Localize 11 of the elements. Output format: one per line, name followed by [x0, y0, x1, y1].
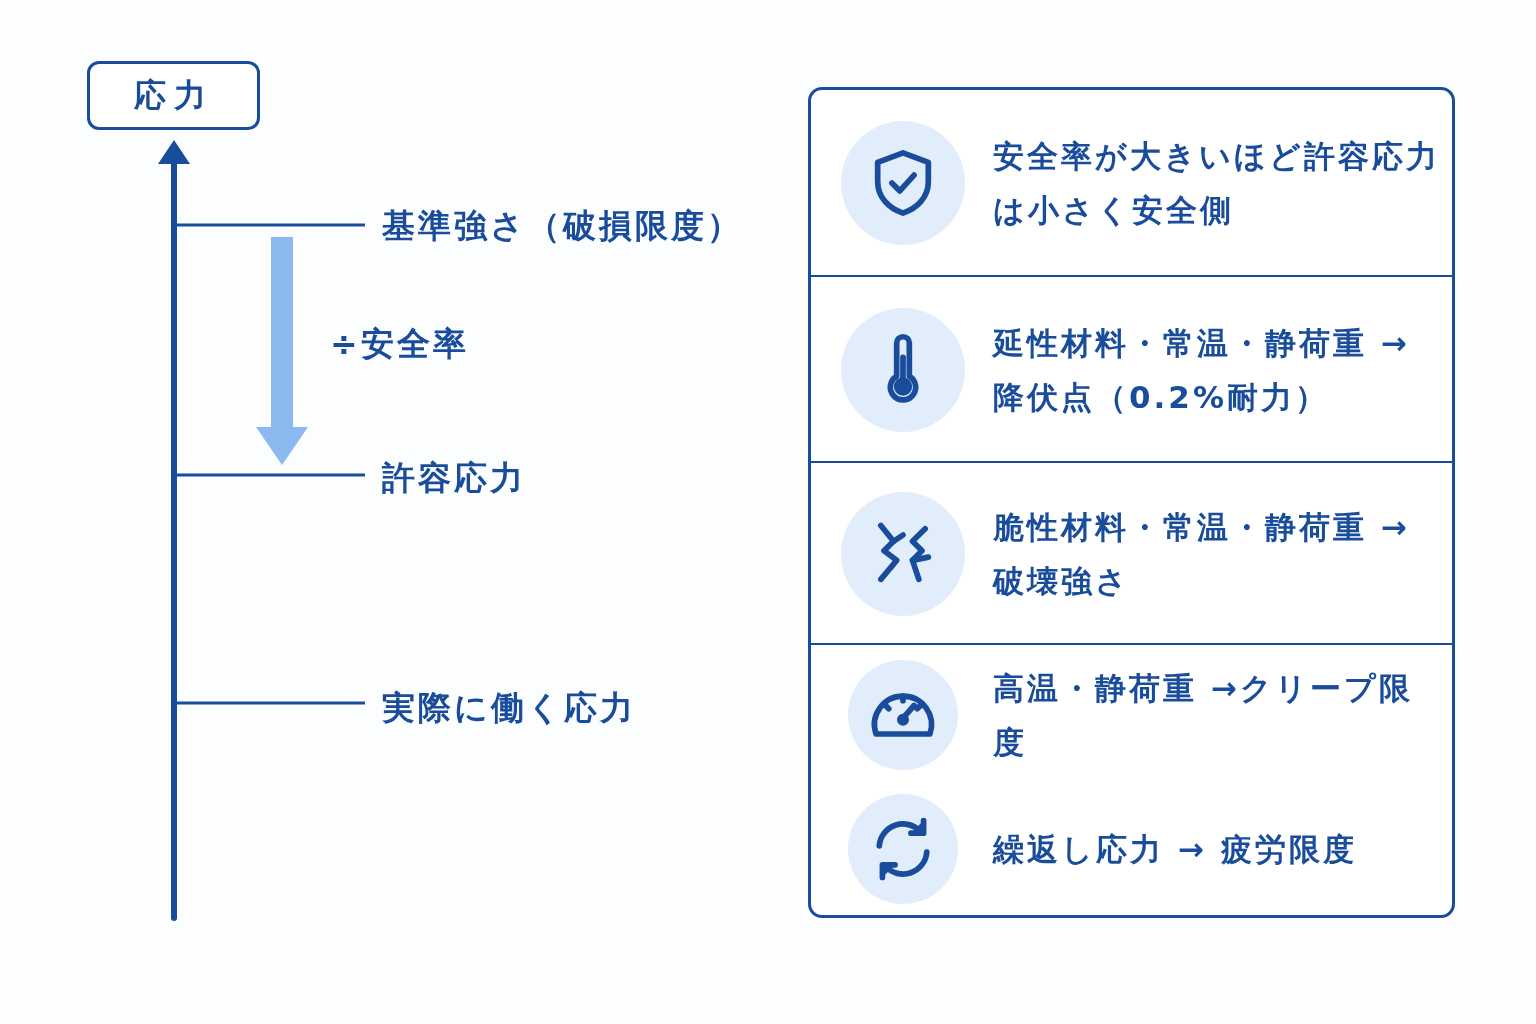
row-text: 脆性材料・常温・静荷重 →破壊強さ [993, 508, 1411, 601]
row-text: 高温・静荷重 →クリープ限度 [993, 669, 1414, 762]
level-label: 許容応力 [382, 457, 526, 499]
axis-title-box: 応力 [87, 61, 260, 130]
row-text: 安全率が大きいほど許容応力は小さく安全側 [993, 136, 1441, 230]
row-text: 延性材料・常温・静荷重 →降伏点（0.2%耐力） [993, 324, 1411, 417]
row-text: 繰返し応力 → 疲労限度 [993, 830, 1358, 869]
level-label: 実際に働く応力 [382, 687, 636, 729]
level-label: 基準強さ（破損限度） [382, 205, 743, 247]
operation-label: ÷安全率 [330, 323, 469, 365]
info-panel [808, 87, 1455, 918]
